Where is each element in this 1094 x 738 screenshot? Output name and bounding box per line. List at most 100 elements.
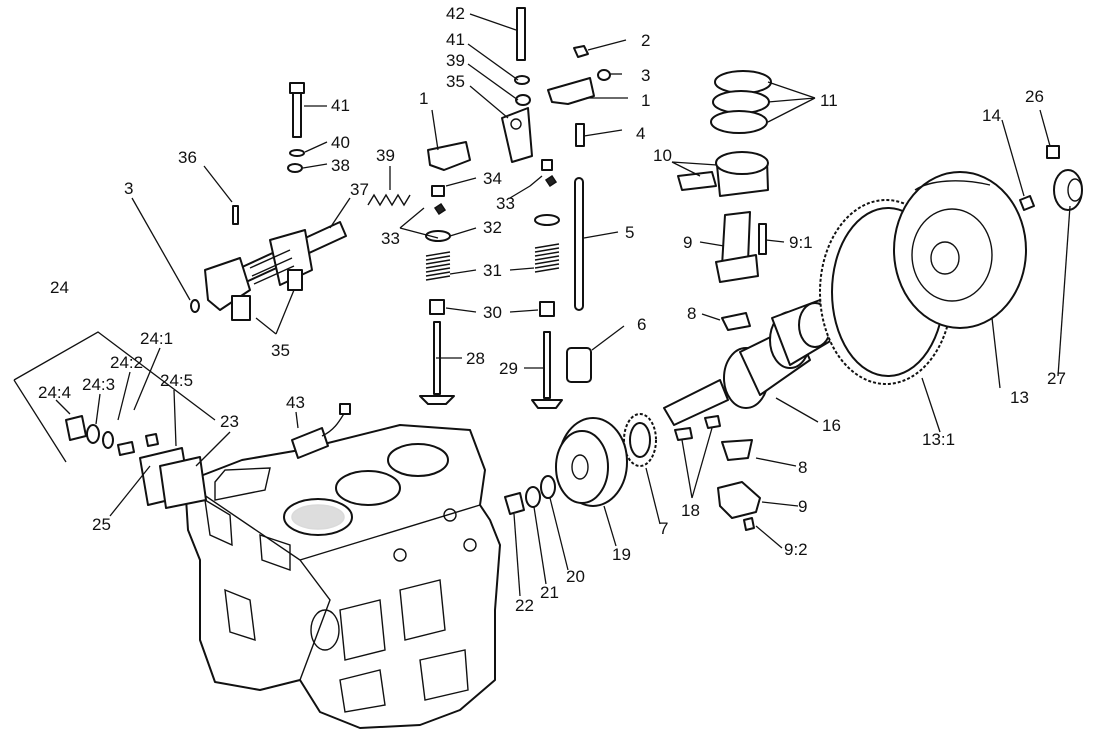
- circlip: [190, 299, 200, 313]
- callout-27: 27: [1047, 369, 1066, 388]
- rocker-arm: [547, 77, 595, 105]
- callout-3: 3: [641, 66, 650, 85]
- callout-3: 3: [124, 179, 133, 198]
- callout-9-1: 9:1: [789, 233, 813, 252]
- pilot-bearing: [1053, 169, 1083, 211]
- nut: [573, 45, 589, 58]
- callout-34: 34: [483, 169, 502, 188]
- cylinder-block: [184, 424, 501, 729]
- pushrod: [574, 177, 584, 311]
- flywheel-bolt: [1019, 195, 1035, 211]
- callout-14: 14: [982, 106, 1001, 125]
- callout-16: 16: [822, 416, 841, 435]
- bolt-41: [287, 82, 305, 173]
- dowel-pin: [1046, 145, 1060, 159]
- callout-35: 35: [446, 72, 465, 91]
- clip: [597, 69, 611, 81]
- callout-9: 9: [683, 233, 692, 252]
- callout-7: 7: [659, 519, 668, 538]
- seal-parts-24: [65, 415, 159, 456]
- callout-20: 20: [566, 567, 585, 586]
- thrust-washer: [704, 415, 721, 429]
- callout-1: 1: [419, 89, 428, 108]
- callout-39: 39: [446, 51, 465, 70]
- conrod-nut: [743, 517, 755, 531]
- piston: [677, 151, 769, 197]
- valve-train-right: [531, 159, 563, 409]
- callout-39: 39: [376, 146, 395, 165]
- collet: [433, 202, 447, 216]
- pulley-nut: [504, 492, 525, 515]
- callout-8: 8: [687, 304, 696, 323]
- conrod-cap: [717, 481, 761, 519]
- callout-33: 33: [381, 229, 400, 248]
- leader-lines: [55, 13, 1071, 597]
- callout-35: 35: [271, 341, 290, 360]
- callout-19: 19: [612, 545, 631, 564]
- callout-4: 4: [636, 124, 645, 143]
- flywheel: [893, 171, 1027, 329]
- washer: [540, 475, 556, 499]
- callout-37: 37: [350, 180, 369, 199]
- callout-10: 10: [653, 146, 672, 165]
- bearing-shell: [721, 312, 751, 331]
- callout-41: 41: [446, 30, 465, 49]
- rocker-spring: [367, 193, 411, 207]
- callout-41: 41: [331, 96, 350, 115]
- callout-13-1: 13:1: [922, 430, 955, 449]
- cover-plate: [139, 447, 207, 509]
- callout-36: 36: [178, 148, 197, 167]
- tappet: [566, 347, 592, 383]
- callout-22: 22: [515, 596, 534, 615]
- thrust-washer: [674, 427, 693, 441]
- callout-43: 43: [286, 393, 305, 412]
- callout-24-4: 24:4: [38, 383, 71, 402]
- callout-23: 23: [220, 412, 239, 431]
- callout-29: 29: [499, 359, 518, 378]
- washer: [525, 486, 541, 508]
- callout-38: 38: [331, 156, 350, 175]
- connecting-rod: [715, 211, 767, 283]
- piston-rings: [710, 70, 772, 134]
- callout-8: 8: [798, 458, 807, 477]
- callout-30: 30: [483, 303, 502, 322]
- callout-33: 33: [496, 194, 515, 213]
- callout-5: 5: [625, 223, 634, 242]
- pulley: [555, 417, 628, 507]
- callout-32: 32: [483, 218, 502, 237]
- rocker-arm: [427, 141, 471, 171]
- callout-40: 40: [331, 133, 350, 152]
- valve-train-left: [419, 185, 455, 405]
- callout-13: 13: [1010, 388, 1029, 407]
- callout-24-1: 24:1: [140, 329, 173, 348]
- collet: [544, 174, 558, 188]
- callout-2: 2: [641, 31, 650, 50]
- callout-21: 21: [540, 583, 559, 602]
- rocker-shaft-assembly: [204, 221, 347, 321]
- callout-28: 28: [466, 349, 485, 368]
- callout-24-3: 24:3: [82, 375, 115, 394]
- crank-gear: [623, 413, 657, 467]
- rocker-support: [501, 7, 533, 163]
- callout-18: 18: [681, 501, 700, 520]
- callout-labels: 42 2 41 3 39 1 35 1 11 41 4 40 10 38 36 …: [38, 4, 1066, 615]
- callout-24: 24: [50, 278, 69, 297]
- callout-1: 1: [641, 91, 650, 110]
- callout-24-2: 24:2: [110, 353, 143, 372]
- sensor: [291, 403, 351, 459]
- callout-31: 31: [483, 261, 502, 280]
- callout-11: 11: [820, 91, 838, 110]
- callout-26: 26: [1025, 87, 1044, 106]
- callout-6: 6: [637, 315, 646, 334]
- pin: [232, 205, 239, 225]
- bearing-shell: [721, 439, 753, 461]
- callout-9: 9: [798, 497, 807, 516]
- crankshaft: [663, 299, 833, 426]
- callout-42: 42: [446, 4, 465, 23]
- callout-24-5: 24:5: [160, 371, 193, 390]
- adjusting-screw: [575, 123, 585, 147]
- callout-9-2: 9:2: [784, 540, 808, 559]
- callout-25: 25: [92, 515, 111, 534]
